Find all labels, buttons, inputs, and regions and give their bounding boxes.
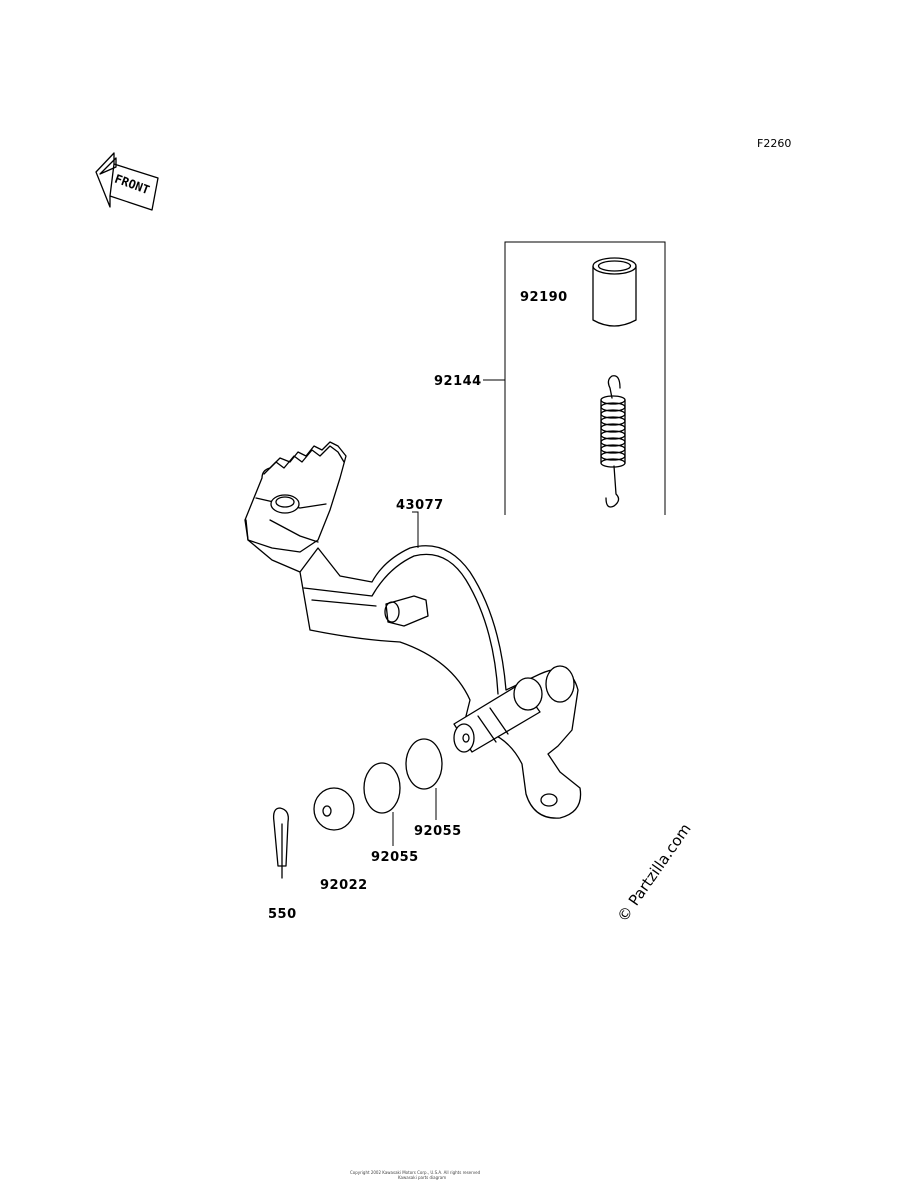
part-label-92055-left[interactable]: 92055	[371, 850, 419, 865]
watermark: © Partzilla.com	[614, 820, 695, 925]
brake-pedal-icon	[244, 441, 582, 819]
part-label-92190[interactable]: 92190	[520, 290, 568, 305]
cotter-pin-icon	[272, 807, 289, 879]
o-ring-icon	[363, 738, 443, 814]
part-label-92055-right[interactable]: 92055	[414, 824, 462, 839]
footer-line-1: Copyright 2002 Kawasaki Motors Corp., U.…	[350, 1170, 481, 1175]
part-label-92022[interactable]: 92022	[320, 878, 368, 893]
collar-sleeve-icon	[592, 257, 637, 327]
figure-id: F2260	[757, 137, 791, 150]
part-label-550[interactable]: 550	[268, 907, 297, 922]
kit-bracket	[483, 241, 666, 515]
part-label-92144[interactable]: 92144	[434, 374, 482, 389]
footer-line-2: Kawasaki parts diagram	[398, 1175, 446, 1180]
part-label-43077[interactable]: 43077	[396, 498, 444, 513]
washer-icon	[313, 787, 355, 831]
front-arrow-icon: FRONT	[95, 152, 159, 211]
return-spring-icon	[600, 375, 626, 508]
leader-lines	[392, 511, 437, 846]
